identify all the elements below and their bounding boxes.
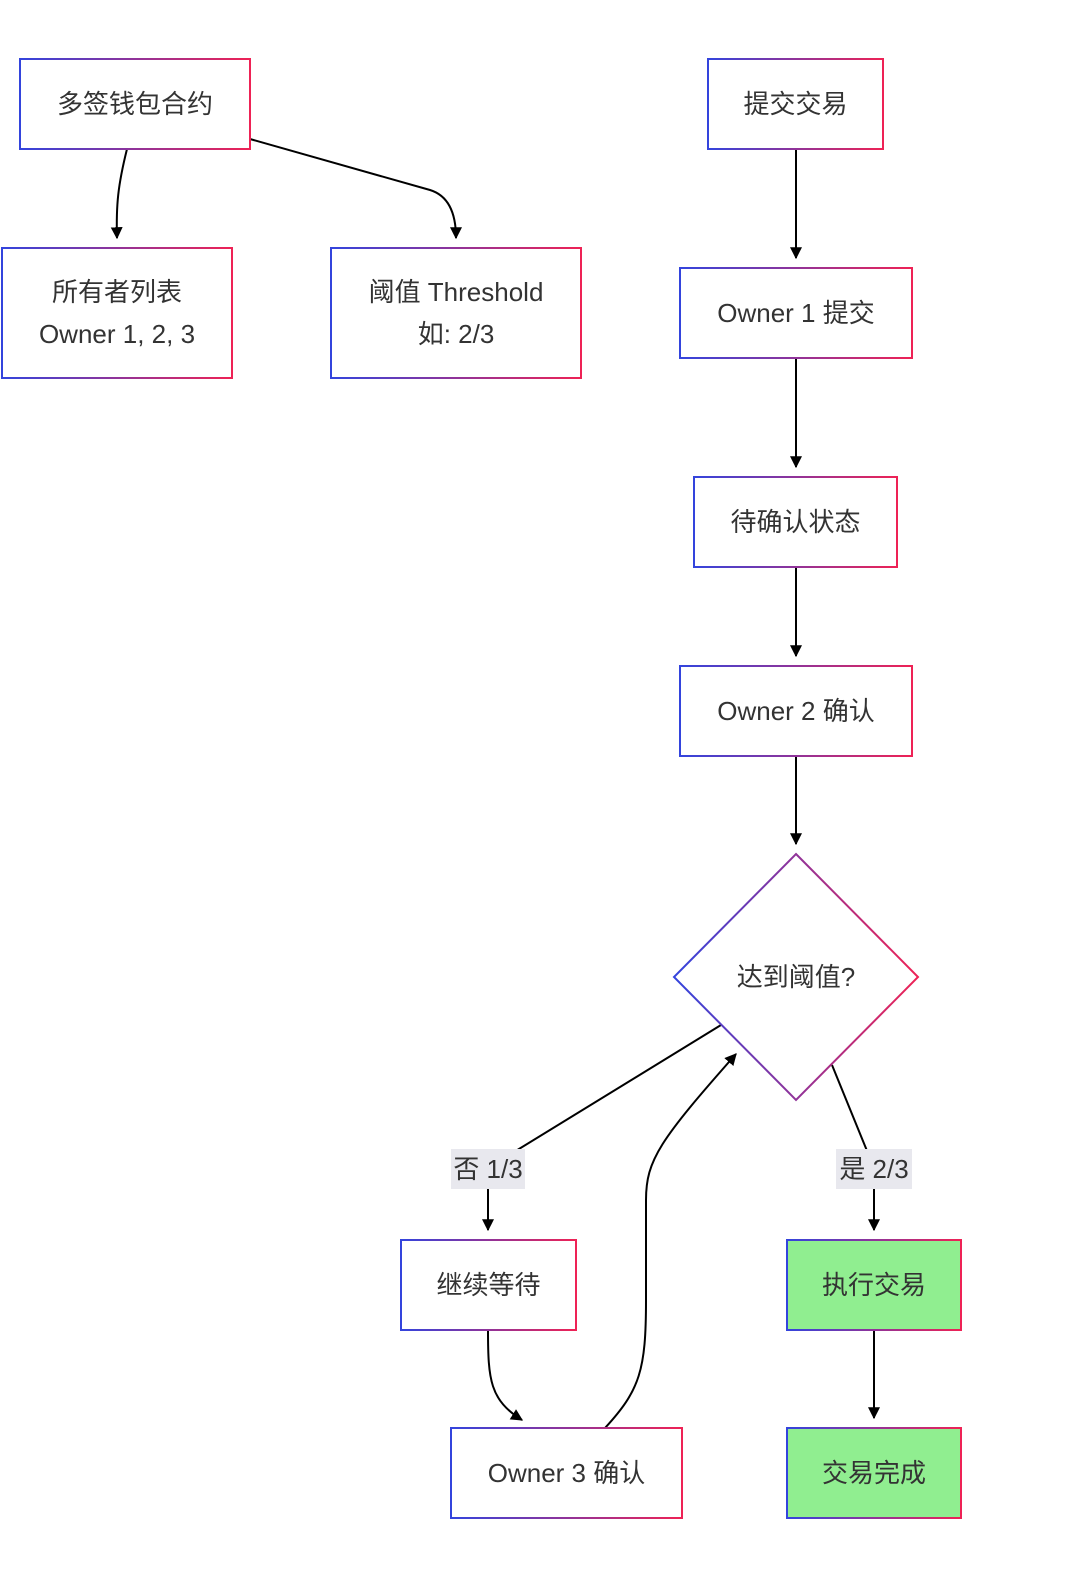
node-box [707, 58, 884, 150]
node-threshold: 阈值 Threshold 如: 2/3 [330, 247, 582, 379]
edge-label-decision-execute: 是 2/3 [836, 1149, 912, 1189]
node-owners: 所有者列表 Owner 1, 2, 3 [1, 247, 233, 379]
node-label-execute: 执行交易 [822, 1270, 926, 1300]
node-owner1: Owner 1 提交 [679, 267, 913, 359]
edge-multisig-threshold [249, 138, 462, 240]
node-owner2: Owner 2 确认 [679, 665, 913, 757]
node-label-pending: 待确认状态 [730, 507, 860, 537]
node-box [1, 247, 233, 379]
node-label-owners: 所有者列表 [52, 277, 182, 307]
node-label-owner3: Owner 3 确认 [488, 1458, 646, 1488]
edge-label-background [836, 1149, 912, 1189]
node-label-threshold: 如: 2/3 [418, 319, 495, 349]
node-box [19, 58, 251, 150]
node-box [679, 665, 913, 757]
edge-labels-layer: 否 1/3 是 2/3 [451, 1149, 912, 1189]
edge-label-decision-wait: 否 1/3 [451, 1149, 525, 1189]
node-box [330, 247, 582, 379]
node-label-submit: 提交交易 [743, 89, 847, 119]
node-label-owner2: Owner 2 确认 [717, 696, 875, 726]
node-box [786, 1239, 962, 1331]
node-box [450, 1427, 683, 1519]
node-pending: 待确认状态 [693, 476, 898, 568]
node-box [786, 1427, 962, 1519]
node-submit: 提交交易 [707, 58, 884, 150]
node-box [679, 267, 913, 359]
node-wait: 继续等待 [400, 1239, 577, 1331]
edge-wait-owner3 [487, 1329, 524, 1421]
node-execute: 执行交易 [786, 1239, 962, 1331]
edge-label-text: 是 2/3 [839, 1154, 908, 1184]
node-label-owner1: Owner 1 提交 [717, 298, 875, 328]
node-label-wait: 继续等待 [436, 1270, 540, 1300]
node-label-multisig: 多签钱包合约 [57, 89, 213, 119]
node-multisig: 多签钱包合约 [19, 58, 251, 150]
node-label-threshold: 阈值 Threshold [369, 277, 544, 307]
edge-label-background [451, 1149, 525, 1189]
edge-label-text: 否 1/3 [453, 1154, 522, 1184]
node-box [693, 476, 898, 568]
node-owner3: Owner 3 确认 [450, 1427, 683, 1519]
edge-multisig-owners [110, 148, 128, 240]
node-decision: 达到阈值? [672, 852, 920, 1102]
decision-diamond [672, 852, 920, 1102]
edge-decision-wait [482, 1024, 722, 1232]
node-done: 交易完成 [786, 1427, 962, 1519]
edge-decision-execute [831, 1064, 880, 1232]
node-label-decision: 达到阈值? [737, 962, 855, 992]
node-label-owners: Owner 1, 2, 3 [39, 319, 195, 349]
edge-owner3-decision [604, 1053, 737, 1429]
node-label-done: 交易完成 [822, 1458, 926, 1488]
node-box [400, 1239, 577, 1331]
